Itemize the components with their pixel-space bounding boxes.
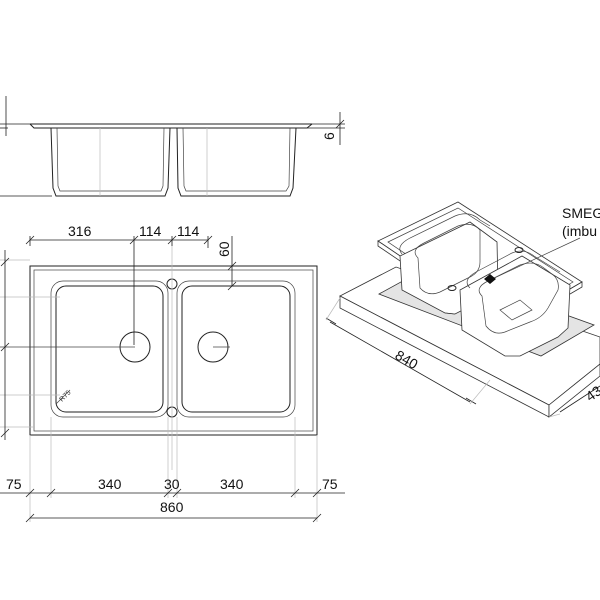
dimension-840: 840 [393,347,421,373]
dimension-depth-partial: 43 [583,382,600,404]
dimension-30: 30 [164,476,180,492]
dimension-6: 6 [321,132,337,140]
dimension-340-right: 340 [220,476,244,492]
isometric-view: SMEG (imbu 840 43 [325,201,600,418]
dimension-75-right: 75 [322,476,338,492]
dimension-860: 860 [160,499,184,515]
dimension-340-left: 340 [98,476,122,492]
radius-label: R75 [58,389,72,403]
marker-icon [484,274,496,284]
dimension-60: 60 [216,241,232,257]
dimension-114-right: 114 [177,223,200,239]
dimension-316: 316 [68,223,92,239]
product-label-line1: SMEG [562,205,600,221]
plan-view: 316 114 114 60 R75 75 340 30 340 75 [0,223,345,523]
side-elevation: 6 [0,96,345,197]
dimension-75-left: 75 [6,476,22,492]
product-label-line2: (imbu [562,223,597,239]
dimension-114-left: 114 [139,223,162,239]
